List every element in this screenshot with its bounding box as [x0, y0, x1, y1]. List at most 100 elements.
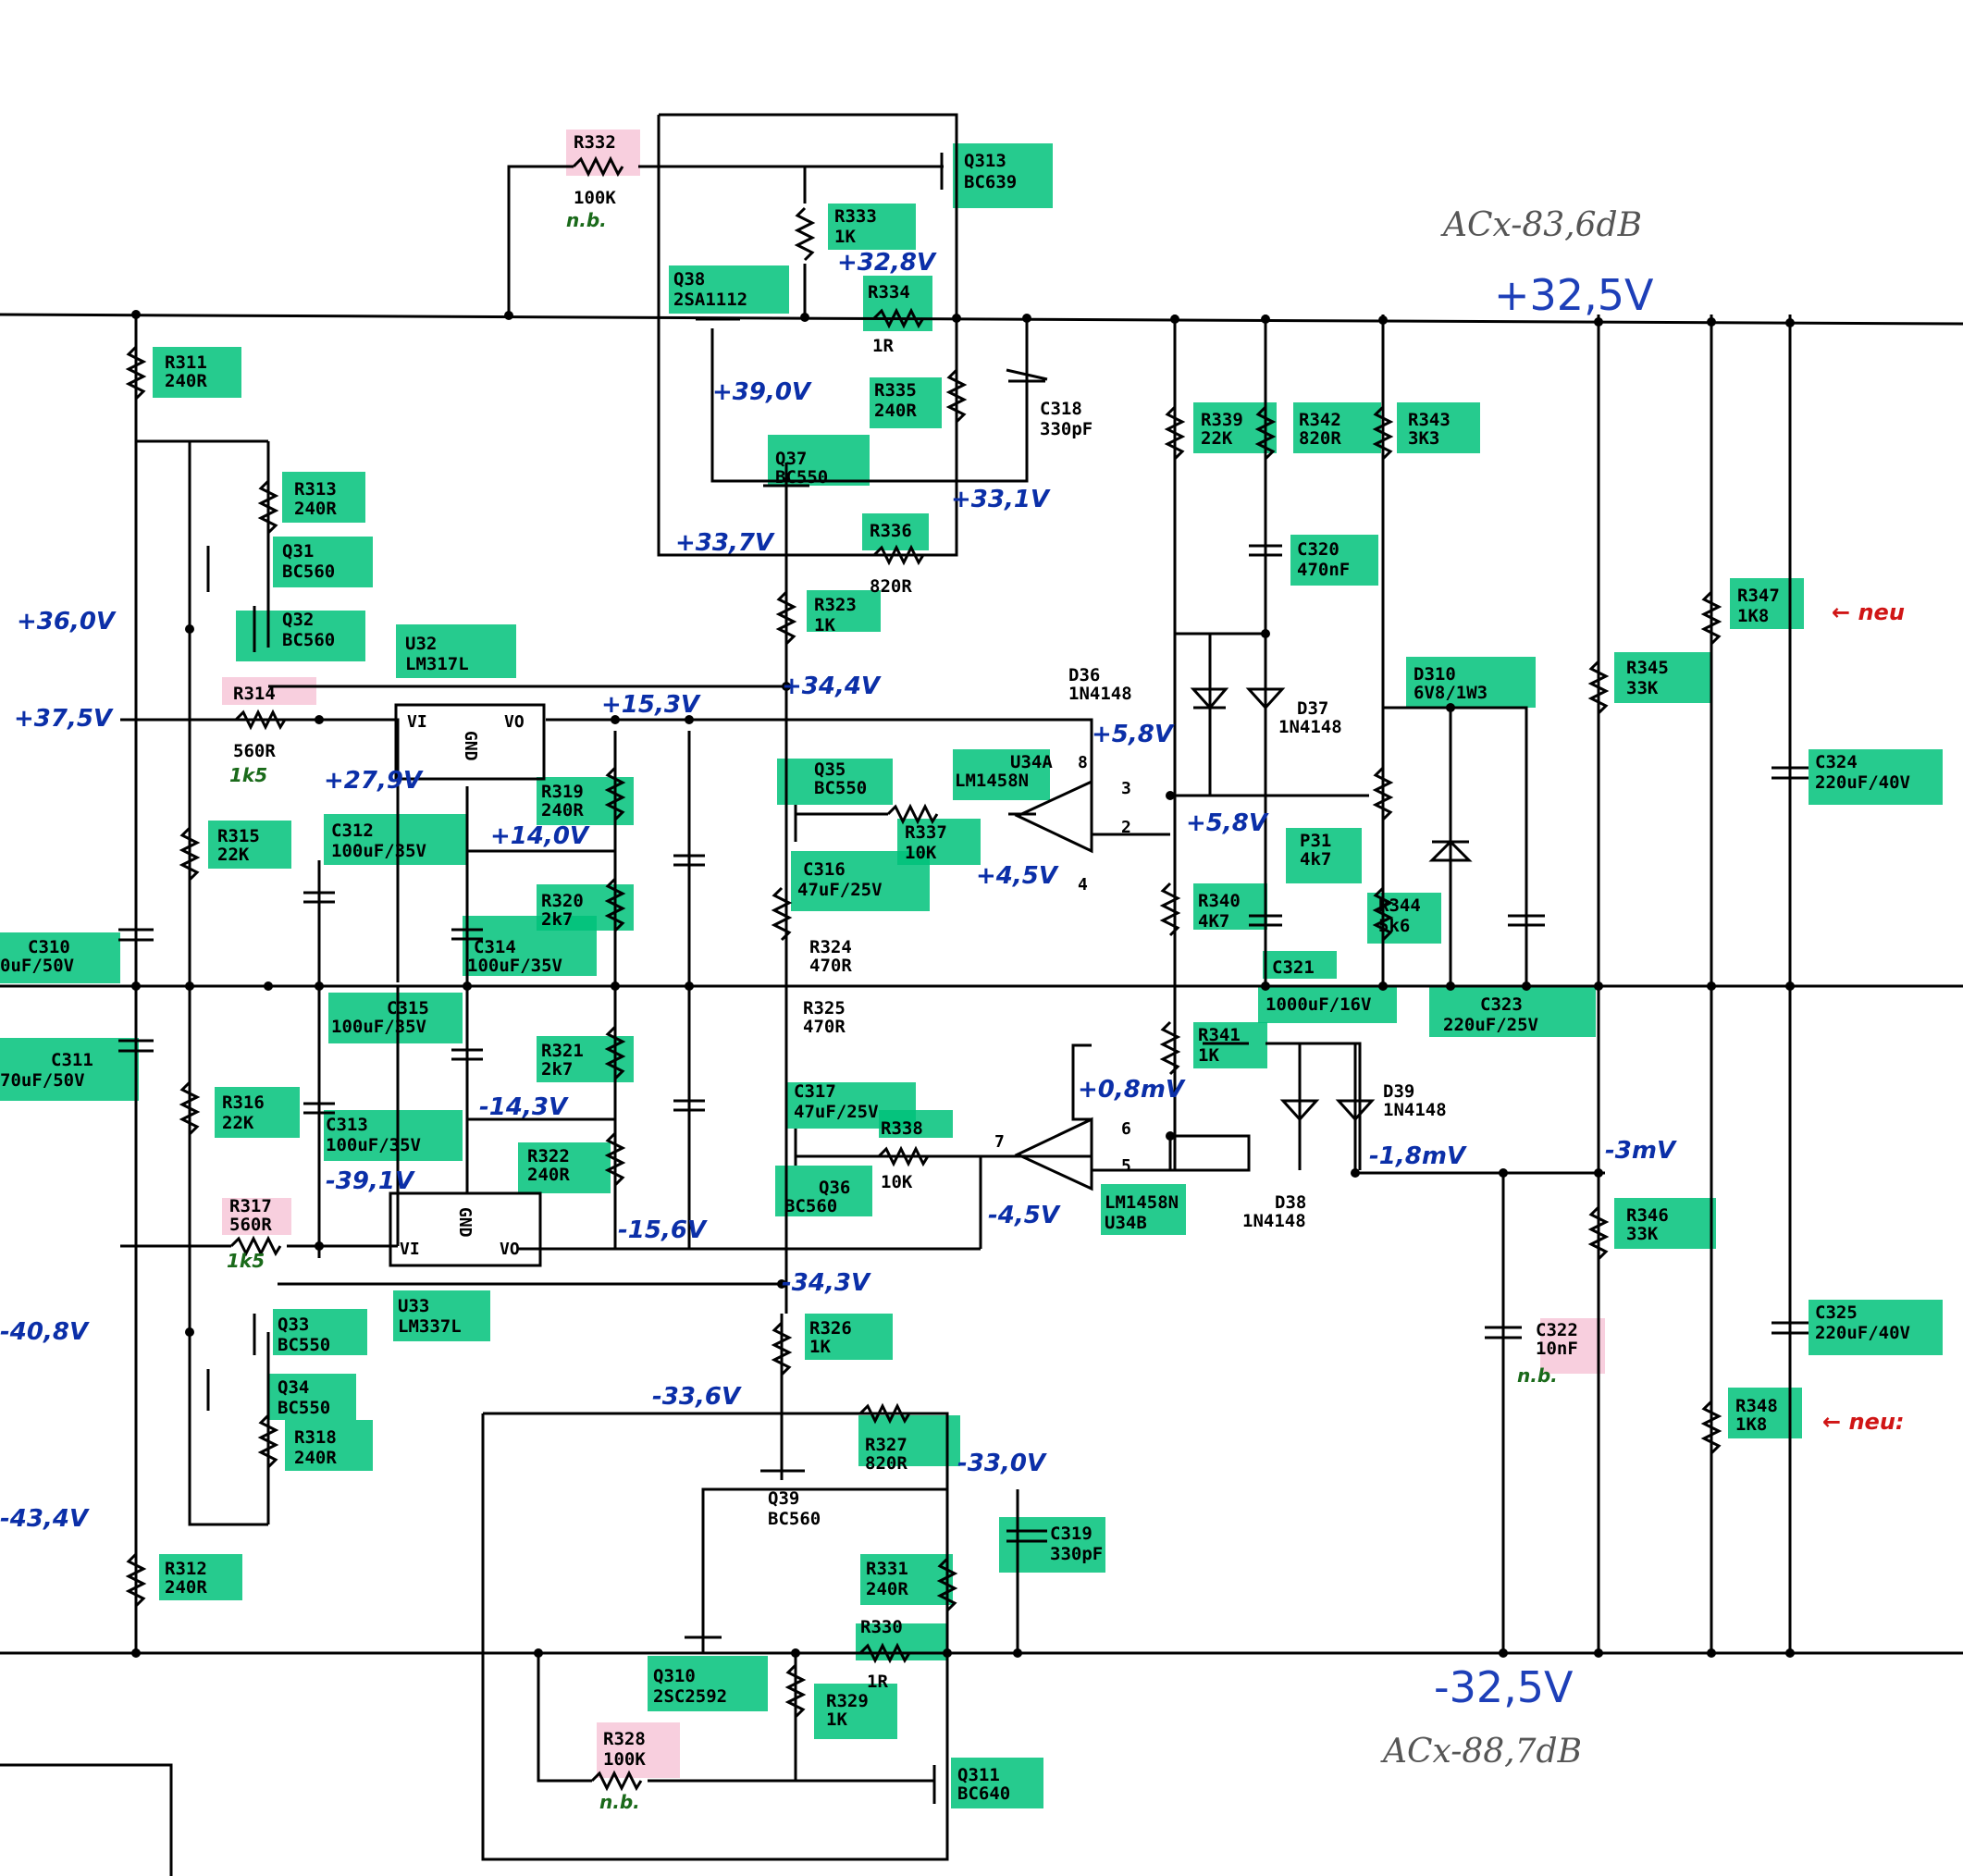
svg-text:R331: R331	[866, 1559, 908, 1579]
svg-text:2k7: 2k7	[541, 909, 573, 930]
svg-text:R315: R315	[217, 826, 260, 846]
svg-text:240R: 240R	[165, 371, 207, 391]
svg-text:R348: R348	[1735, 1396, 1778, 1416]
svg-text:5k6: 5k6	[1378, 916, 1410, 936]
svg-text:22K: 22K	[1201, 428, 1233, 449]
svg-text:470nF: 470nF	[1297, 560, 1350, 580]
svg-text:33K: 33K	[1626, 1224, 1659, 1244]
svg-text:+5,8V: +5,8V	[1186, 809, 1269, 837]
svg-text:Q39: Q39	[768, 1488, 799, 1509]
svg-text:820R: 820R	[865, 1453, 907, 1474]
voltage-annotations: +32,8V +39,0V +33,1V +33,7V +36,0V +37,5…	[0, 249, 1677, 1533]
svg-text:22K: 22K	[222, 1113, 254, 1133]
svg-text:0uF/50V: 0uF/50V	[0, 956, 74, 976]
highlights	[0, 130, 1943, 1808]
svg-text:33K: 33K	[1626, 678, 1659, 698]
svg-text:820R: 820R	[870, 576, 912, 597]
svg-text:R337: R337	[905, 822, 947, 843]
svg-text:VI: VI	[400, 1240, 420, 1259]
svg-text:BC560: BC560	[282, 630, 335, 650]
svg-text:R336: R336	[870, 521, 912, 541]
svg-text:2SA1112: 2SA1112	[673, 290, 747, 310]
svg-text:R347: R347	[1737, 586, 1780, 606]
svg-text:5: 5	[1121, 1156, 1131, 1176]
svg-text:D39: D39	[1383, 1081, 1414, 1102]
svg-text:R323: R323	[814, 595, 857, 615]
svg-text:D37: D37	[1297, 698, 1328, 719]
svg-text:100uF/35V: 100uF/35V	[326, 1135, 421, 1155]
svg-text:Q31: Q31	[282, 541, 314, 562]
svg-text:VO: VO	[504, 712, 525, 732]
svg-text:2: 2	[1121, 818, 1131, 837]
svg-text:+5,8V: +5,8V	[1092, 721, 1175, 748]
svg-text:3: 3	[1121, 779, 1131, 798]
svg-text:R333: R333	[834, 206, 877, 227]
svg-text:2k7: 2k7	[541, 1059, 573, 1080]
svg-text:U34A: U34A	[1010, 752, 1053, 772]
svg-text:R342: R342	[1299, 410, 1341, 430]
svg-text:10K: 10K	[905, 843, 937, 863]
wires	[0, 113, 1963, 1876]
svg-text:240R: 240R	[165, 1577, 207, 1598]
svg-text:47uF/25V: 47uF/25V	[797, 880, 883, 900]
svg-text:R334: R334	[868, 282, 910, 302]
svg-text:Q37: Q37	[775, 449, 807, 469]
svg-text:-34,3V: -34,3V	[782, 1269, 871, 1297]
svg-text:10nF: 10nF	[1536, 1339, 1578, 1359]
svg-text:820R: 820R	[1299, 428, 1341, 449]
svg-text:R324: R324	[809, 937, 852, 957]
svg-text:R322: R322	[527, 1146, 570, 1166]
ac-note-bottom: ACx-88,7dB	[1380, 1733, 1582, 1771]
svg-text:220uF/40V: 220uF/40V	[1815, 772, 1910, 793]
svg-text:470R: 470R	[809, 956, 852, 976]
svg-text:2SC2592: 2SC2592	[653, 1686, 727, 1707]
svg-text:C315: C315	[387, 998, 429, 1018]
svg-text:BC550: BC550	[278, 1398, 330, 1418]
svg-text:4: 4	[1078, 875, 1088, 895]
svg-text:R343: R343	[1408, 410, 1451, 430]
svg-text:1R: 1R	[872, 336, 894, 356]
svg-text:U33: U33	[398, 1296, 429, 1316]
svg-text:VO: VO	[500, 1240, 520, 1259]
svg-text:1K: 1K	[809, 1337, 831, 1357]
svg-text:1000uF/16V: 1000uF/16V	[1265, 994, 1371, 1015]
neu-note-1: ← neu	[1832, 599, 1905, 625]
svg-text:560R: 560R	[229, 1215, 272, 1235]
svg-text:R312: R312	[165, 1559, 207, 1579]
svg-text:BC550: BC550	[775, 467, 828, 488]
ac-note-top: ACx-83,6dB	[1440, 206, 1642, 244]
svg-text:LM337L: LM337L	[398, 1316, 462, 1337]
svg-text:+15,3V: +15,3V	[601, 691, 701, 719]
svg-text:+14,0V: +14,0V	[490, 822, 590, 850]
svg-text:U32: U32	[405, 634, 437, 654]
svg-text:C325: C325	[1815, 1302, 1858, 1323]
svg-text:R313: R313	[294, 479, 337, 500]
svg-text:+27,9V: +27,9V	[324, 767, 424, 795]
svg-text:GND: GND	[455, 1207, 475, 1238]
svg-text:4K7: 4K7	[1198, 911, 1229, 932]
svg-text:Q313: Q313	[964, 151, 1006, 171]
svg-text:R330: R330	[860, 1617, 903, 1637]
svg-text:n.b.: n.b.	[566, 209, 607, 231]
svg-text:100uF/35V: 100uF/35V	[331, 841, 426, 861]
svg-text:C323: C323	[1480, 994, 1523, 1015]
svg-text:R346: R346	[1626, 1205, 1669, 1226]
svg-text:D38: D38	[1275, 1192, 1306, 1213]
svg-text:LM1458N: LM1458N	[1105, 1192, 1179, 1213]
svg-text:1k5: 1k5	[229, 764, 267, 786]
svg-text:R321: R321	[541, 1041, 584, 1061]
svg-text:1N4148: 1N4148	[1068, 684, 1132, 704]
svg-text:Q36: Q36	[819, 1178, 850, 1198]
svg-text:R325: R325	[803, 998, 846, 1018]
svg-text:Q311: Q311	[957, 1765, 1000, 1785]
svg-text:1K: 1K	[814, 615, 835, 636]
positive-rail-label: +32,5V	[1494, 270, 1654, 320]
svg-text:C310: C310	[28, 937, 70, 957]
svg-text:-43,4V: -43,4V	[0, 1505, 90, 1533]
svg-text:Q310: Q310	[653, 1666, 696, 1686]
svg-text:560R: 560R	[233, 741, 276, 761]
svg-text:D36: D36	[1068, 665, 1100, 685]
svg-text:1N4148: 1N4148	[1383, 1100, 1447, 1120]
svg-text:BC560: BC560	[282, 562, 335, 582]
